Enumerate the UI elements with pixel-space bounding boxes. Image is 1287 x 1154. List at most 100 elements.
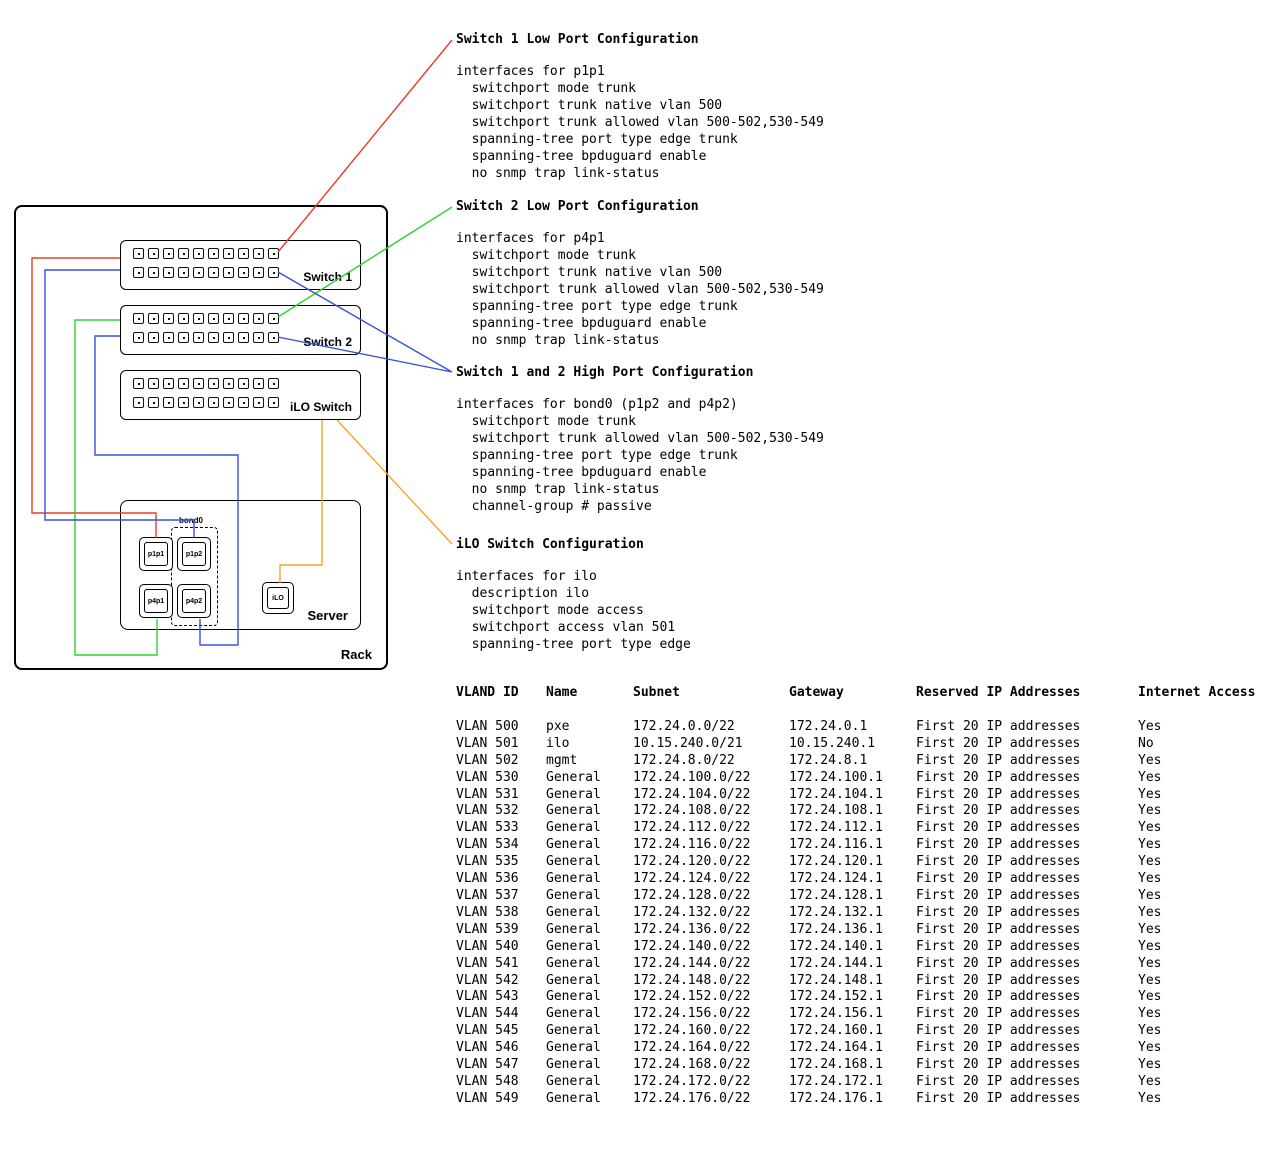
table-cell: 172.24.144.1 bbox=[789, 955, 883, 971]
switch-port bbox=[193, 378, 204, 389]
table-cell: General bbox=[546, 1006, 601, 1022]
table-cell: First 20 IP addresses bbox=[916, 921, 1081, 937]
table-cell: General bbox=[546, 938, 601, 954]
table-cell: 172.24.120.0/22 bbox=[633, 854, 751, 870]
switch-port bbox=[238, 332, 249, 343]
table-cell: 172.24.172.0/22 bbox=[633, 1073, 751, 1089]
table-cell: General bbox=[546, 989, 601, 1005]
switch-port bbox=[193, 313, 204, 324]
switch-port bbox=[148, 313, 159, 324]
table-cell: 172.24.8.0/22 bbox=[633, 752, 735, 768]
table-cell: 172.24.100.1 bbox=[789, 769, 883, 785]
table-cell: VLAN 546 bbox=[456, 1040, 519, 1056]
table-cell: VLAN 538 bbox=[456, 904, 519, 920]
nic-p4p1: p4p1 bbox=[139, 584, 173, 618]
switch-port bbox=[178, 397, 189, 408]
table-cell: General bbox=[546, 904, 601, 920]
table-cell: Yes bbox=[1138, 1090, 1162, 1106]
table-cell: General bbox=[546, 1073, 601, 1089]
switch-port bbox=[163, 378, 174, 389]
switch-1-label: Switch 1 bbox=[303, 270, 352, 284]
switch-port bbox=[208, 378, 219, 389]
table-cell: VLAN 537 bbox=[456, 887, 519, 903]
table-cell: General bbox=[546, 887, 601, 903]
table-cell: 172.24.140.1 bbox=[789, 938, 883, 954]
table-cell: First 20 IP addresses bbox=[916, 837, 1081, 853]
table-cell: 172.24.0.1 bbox=[789, 718, 868, 734]
table-cell: General bbox=[546, 854, 601, 870]
switch-port bbox=[133, 248, 144, 259]
table-cell: 172.24.104.1 bbox=[789, 786, 883, 802]
table-cell: 172.24.116.0/22 bbox=[633, 837, 751, 853]
table-cell: 172.24.172.1 bbox=[789, 1073, 883, 1089]
switch-port bbox=[163, 267, 174, 278]
table-cell: VLAN 534 bbox=[456, 837, 519, 853]
table-cell: Yes bbox=[1138, 887, 1162, 903]
switch-port bbox=[148, 378, 159, 389]
table-cell: First 20 IP addresses bbox=[916, 1057, 1081, 1073]
table-cell: 172.24.136.0/22 bbox=[633, 921, 751, 937]
table-cell: VLAN 549 bbox=[456, 1090, 519, 1106]
table-cell: First 20 IP addresses bbox=[916, 1090, 1081, 1106]
table-cell: First 20 IP addresses bbox=[916, 938, 1081, 954]
table-cell: Yes bbox=[1138, 1040, 1162, 1056]
table-cell: 172.24.8.1 bbox=[789, 752, 868, 768]
table-cell: General bbox=[546, 820, 601, 836]
switch-port bbox=[223, 332, 234, 343]
table-cell: First 20 IP addresses bbox=[916, 904, 1081, 920]
header-internet-access: Internet Access bbox=[1138, 685, 1256, 700]
table-cell: General bbox=[546, 972, 601, 988]
table-cell: General bbox=[546, 871, 601, 887]
nic-p1p2-label: p1p2 bbox=[185, 550, 203, 558]
table-row: VLAN 548 General 172.24.172.0/22 172.24.172… bbox=[456, 1074, 1268, 1091]
table-cell: Yes bbox=[1138, 837, 1162, 853]
table-cell: 172.24.156.0/22 bbox=[633, 1006, 751, 1022]
header-vland-id: VLAND ID bbox=[456, 685, 519, 700]
nic-p1p2: p1p2 bbox=[177, 537, 211, 571]
table-cell: 172.24.0.0/22 bbox=[633, 718, 735, 734]
switch-port bbox=[268, 397, 279, 408]
table-cell: VLAN 547 bbox=[456, 1057, 519, 1073]
header-subnet: Subnet bbox=[633, 685, 680, 700]
switch-port bbox=[133, 267, 144, 278]
switch-port bbox=[193, 248, 204, 259]
table-cell: VLAN 500 bbox=[456, 718, 519, 734]
switch-port bbox=[253, 397, 264, 408]
table-cell: Yes bbox=[1138, 904, 1162, 920]
switch-port bbox=[268, 267, 279, 278]
server-label: Server bbox=[307, 608, 348, 623]
table-cell: First 20 IP addresses bbox=[916, 786, 1081, 802]
switch-port bbox=[253, 248, 264, 259]
table-cell: First 20 IP addresses bbox=[916, 972, 1081, 988]
switch-1-port-row-bottom bbox=[133, 267, 279, 278]
switch-2-port-row-bottom bbox=[133, 332, 279, 343]
table-cell: General bbox=[546, 837, 601, 853]
table-cell: General bbox=[546, 1023, 601, 1039]
table-cell: First 20 IP addresses bbox=[916, 871, 1081, 887]
table-cell: 172.24.116.1 bbox=[789, 837, 883, 853]
table-cell: Yes bbox=[1138, 718, 1162, 734]
header-reserved-ip: Reserved IP Addresses bbox=[916, 685, 1081, 700]
switch-port bbox=[178, 332, 189, 343]
switch-port bbox=[208, 332, 219, 343]
table-cell: Yes bbox=[1138, 955, 1162, 971]
table-cell: 172.24.128.0/22 bbox=[633, 887, 751, 903]
table-cell: 172.24.112.0/22 bbox=[633, 820, 751, 836]
vlan-table-header: VLAND ID Name Subnet Gateway Reserved IP… bbox=[456, 685, 1268, 702]
nic-ilo-label: iLO bbox=[272, 594, 284, 602]
switch-2-label: Switch 2 bbox=[303, 335, 352, 349]
table-cell: VLAN 548 bbox=[456, 1073, 519, 1089]
table-cell: VLAN 502 bbox=[456, 752, 519, 768]
ilo-switch-port-row-top bbox=[133, 378, 279, 389]
table-cell: VLAN 536 bbox=[456, 871, 519, 887]
table-cell: First 20 IP addresses bbox=[916, 1040, 1081, 1056]
table-cell: 172.24.132.0/22 bbox=[633, 904, 751, 920]
switch-port bbox=[133, 313, 144, 324]
